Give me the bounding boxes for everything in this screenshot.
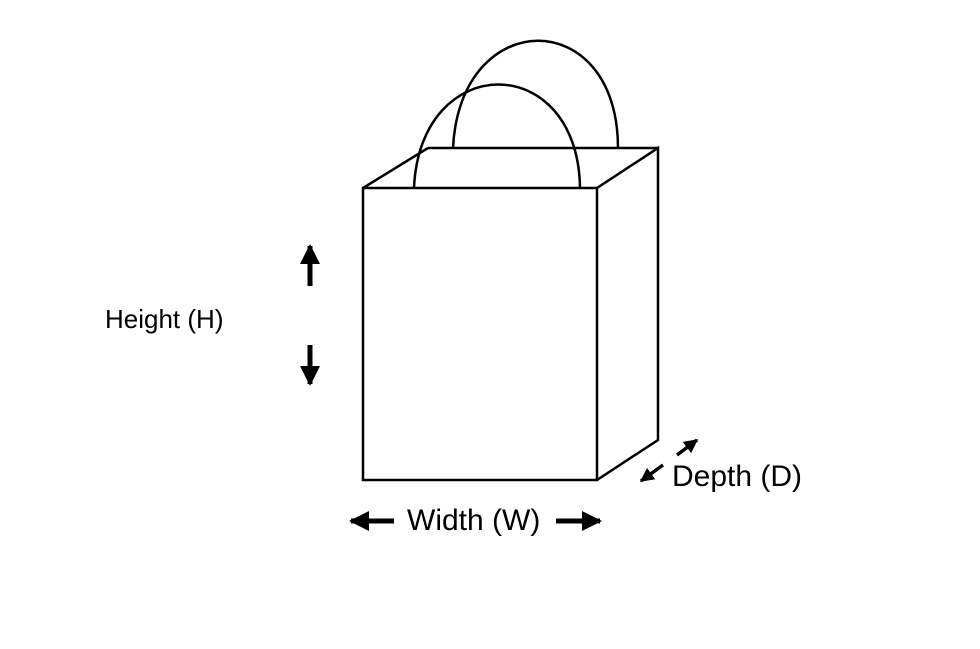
depth-front-arrow bbox=[639, 463, 665, 483]
bag-top-left-edge bbox=[362, 146, 429, 190]
bag-front-handle bbox=[412, 83, 582, 189]
height-label: Height (H) bbox=[105, 304, 224, 334]
depth-label: Depth (D) bbox=[672, 460, 803, 493]
bag-back-handle bbox=[451, 39, 620, 149]
width-label: Width (W) bbox=[407, 504, 541, 537]
depth-back-arrow bbox=[675, 438, 699, 457]
bag-side-panel bbox=[596, 145, 660, 482]
bag-front-face bbox=[361, 186, 599, 482]
